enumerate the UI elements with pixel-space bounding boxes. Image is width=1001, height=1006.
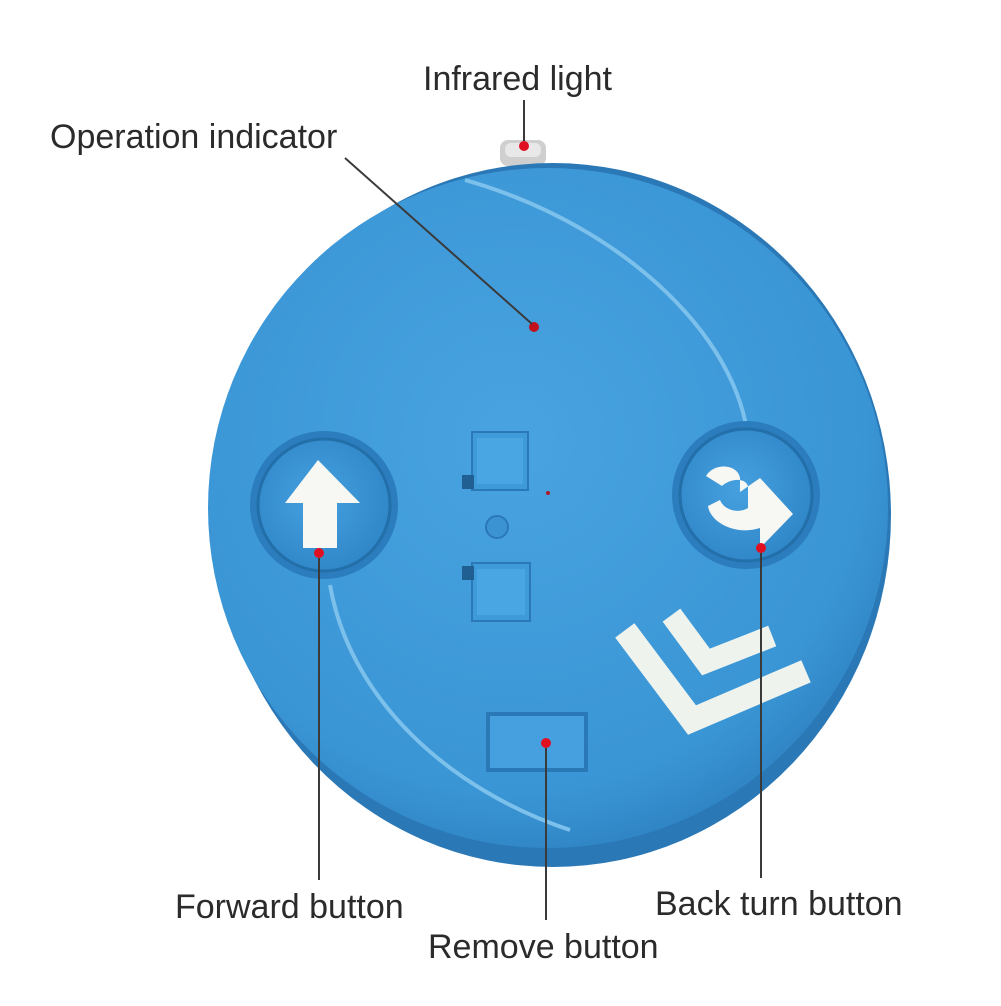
infrared-pointer-dot <box>519 141 529 151</box>
forward-pointer-dot <box>314 548 324 558</box>
back-turn-pointer-dot <box>756 543 766 553</box>
back-turn-button-label: Back turn button <box>655 885 903 923</box>
center-switch[interactable] <box>462 431 550 622</box>
operation-indicator-label: Operation indicator <box>50 118 338 156</box>
forward-button-label: Forward button <box>175 888 404 926</box>
remote-body <box>208 163 891 867</box>
remove-button-label: Remove button <box>428 928 659 966</box>
forward-arrow-icon <box>285 460 360 548</box>
infrared-light-label: Infrared light <box>423 60 612 98</box>
forward-button[interactable] <box>250 431 398 579</box>
back-turn-arrow-icon <box>706 466 793 548</box>
remove-button[interactable] <box>486 712 588 772</box>
back-turn-button[interactable] <box>672 421 820 569</box>
operation-leader-line <box>344 157 533 325</box>
remove-pointer-dot <box>541 738 551 748</box>
